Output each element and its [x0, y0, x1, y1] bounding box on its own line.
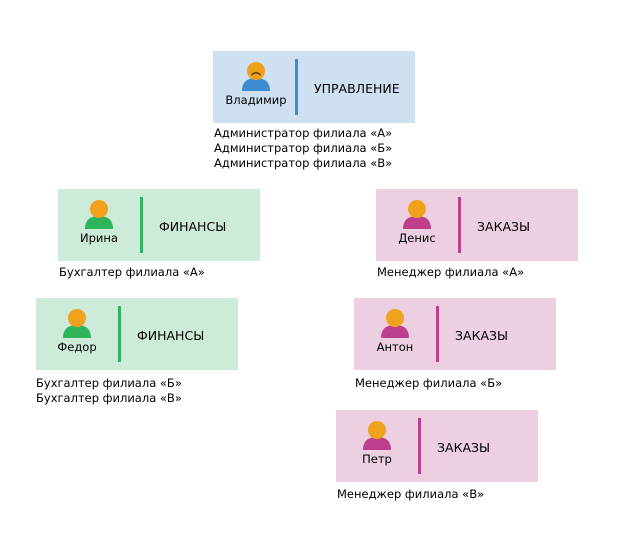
user-icon — [403, 200, 431, 229]
department-divider — [458, 197, 461, 253]
department-label: ФИНАНСЫ — [159, 219, 227, 234]
orders-person: Денис — [382, 199, 452, 245]
role-text: Бухгалтер филиала «В» — [36, 391, 182, 405]
orders-card: Петр ЗАКАЗЫ — [336, 410, 538, 482]
role-text: Администратор филиала «В» — [214, 156, 393, 170]
finance-roles: Бухгалтер филиала «А» — [59, 265, 205, 280]
department-divider — [118, 306, 121, 362]
user-frown-icon — [242, 62, 270, 91]
role-text: Менеджер филиала «А» — [377, 265, 525, 279]
finance-roles: Бухгалтер филиала «Б» Бухгалтер филиала … — [36, 376, 182, 406]
person-name: Антон — [376, 340, 414, 354]
role-text: Менеджер филиала «В» — [337, 487, 485, 501]
department-label: ФИНАНСЫ — [137, 328, 205, 343]
department-divider — [418, 418, 421, 474]
department-divider — [436, 306, 439, 362]
role-text: Бухгалтер филиала «А» — [59, 265, 205, 279]
person-name: Петр — [362, 452, 392, 466]
department-divider — [140, 197, 143, 253]
orders-person: Петр — [342, 420, 412, 466]
role-text: Менеджер филиала «Б» — [355, 376, 503, 390]
orders-roles: Менеджер филиала «В» — [337, 487, 484, 502]
finance-person: Федор — [42, 308, 112, 354]
user-icon — [63, 309, 91, 338]
role-text: Администратор филиала «А» — [214, 126, 393, 140]
orders-person: Антон — [360, 308, 430, 354]
person-name: Денис — [398, 231, 436, 245]
orders-card: Антон ЗАКАЗЫ — [354, 298, 556, 370]
department-divider — [295, 59, 298, 115]
management-card: Владимир УПРАВЛЕНИЕ — [213, 51, 415, 123]
finance-person: Ирина — [64, 199, 134, 245]
person-name: Владимир — [225, 93, 287, 107]
management-person: Владимир — [221, 61, 291, 107]
finance-card: Ирина ФИНАНСЫ — [58, 189, 260, 261]
person-name: Федор — [57, 340, 97, 354]
finance-card: Федор ФИНАНСЫ — [36, 298, 238, 370]
user-icon — [85, 200, 113, 229]
management-roles: Администратор филиала «А» Администратор … — [214, 126, 392, 171]
role-text: Администратор филиала «Б» — [214, 141, 393, 155]
role-text: Бухгалтер филиала «Б» — [36, 376, 182, 390]
orders-roles: Менеджер филиала «Б» — [355, 376, 502, 391]
user-icon — [363, 421, 391, 450]
user-icon — [381, 309, 409, 338]
person-name: Ирина — [80, 231, 118, 245]
department-label: ЗАКАЗЫ — [455, 328, 509, 343]
department-label: УПРАВЛЕНИЕ — [314, 81, 400, 96]
orders-roles: Менеджер филиала «А» — [377, 265, 524, 280]
department-label: ЗАКАЗЫ — [477, 219, 531, 234]
orders-card: Денис ЗАКАЗЫ — [376, 189, 578, 261]
department-label: ЗАКАЗЫ — [437, 440, 491, 455]
